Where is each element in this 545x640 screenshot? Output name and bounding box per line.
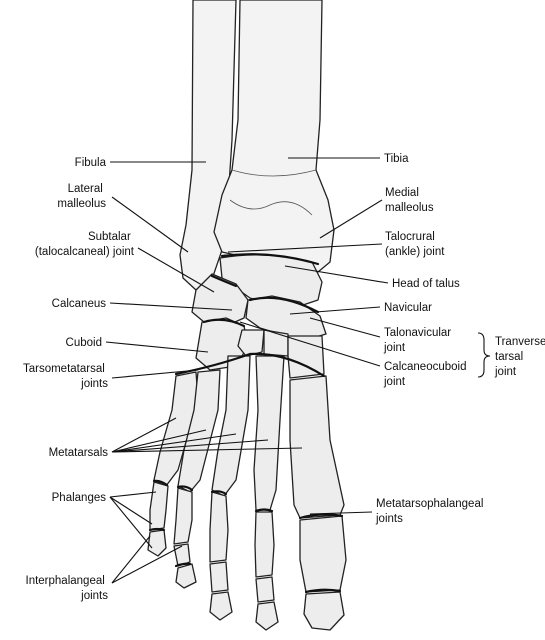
label-medial-malleolus: Medial malleolus <box>385 187 434 214</box>
phalanx-3-distal-bone <box>209 591 233 621</box>
head-of-talus-leader <box>284 265 389 284</box>
label-transverse-tarsal-joint: Tranverse tarsal joint <box>494 336 545 378</box>
phalanx-4-distal-bone <box>175 563 197 589</box>
phalanx-4-middle-bone <box>173 543 191 567</box>
phalanx-5-proximal-bone <box>149 481 169 531</box>
ip-joint-line-4 <box>174 562 192 568</box>
phalanx-1-proximal-bone <box>299 515 347 593</box>
phalanx-2-distal-bone <box>255 601 279 631</box>
talocrural-joint-line <box>220 253 320 266</box>
label-subtalar-joint: Subtalar (talocalcaneal) joint <box>35 231 135 258</box>
label-interphalangeal-joints: Interphalangeal joints <box>26 575 109 602</box>
subtalar-joint-line <box>210 274 238 288</box>
label-talonavicular-joint: Talonavicular joint <box>383 327 454 354</box>
calcaneus-leader <box>109 302 233 311</box>
phalanx-2-proximal-bone <box>254 511 275 578</box>
mtp-joint-line-3 <box>210 490 228 496</box>
phalanges-leader-2 <box>109 496 153 525</box>
metatarsals-leader-4 <box>111 439 269 453</box>
talonavicular-joint-leader <box>309 317 381 338</box>
tarsometatarsal-joint-line <box>174 352 326 378</box>
intermediate-cuneiform-bone <box>263 329 289 357</box>
label-head-of-talus: Head of talus <box>392 278 460 290</box>
metatarsals-leader-5 <box>111 447 303 453</box>
label-calcaneus: Calcaneus <box>52 298 107 310</box>
label-talocrural-joint: Talocrural (ankle) joint <box>385 231 445 258</box>
mtp-joint-line-2 <box>254 508 274 513</box>
talonavicular-joint-line <box>248 296 320 314</box>
label-metatarsals: Metatarsals <box>49 447 109 459</box>
tarsometatarsal-joints-leader <box>111 369 199 379</box>
metatarsal-2-bone <box>253 355 285 511</box>
mtp-joint-line <box>298 513 344 520</box>
ip-joints-leader-2 <box>111 545 183 584</box>
talocrural-joint-leader <box>227 243 383 253</box>
mtp-joints-leader <box>309 511 373 515</box>
phalanx-4-proximal-bone <box>173 487 193 545</box>
phalanx-1-distal-bone <box>303 591 345 631</box>
metatarsal-1-bone <box>289 375 345 519</box>
tibia-detail-2 <box>229 199 313 216</box>
phalanges-leader-3 <box>109 496 153 549</box>
phalanges-leader-1 <box>109 491 157 498</box>
ip-joint-line-1 <box>304 588 342 594</box>
label-cuboid: Cuboid <box>66 337 102 349</box>
mtp-joint-line-4 <box>176 485 194 492</box>
label-phalanges: Phalanges <box>52 492 107 504</box>
phalanx-2-middle-bone <box>255 576 275 603</box>
ip-joint-line-5 <box>148 527 166 532</box>
lateral-malleolus-leader <box>111 196 189 253</box>
label-navicular: Navicular <box>384 302 432 314</box>
label-metatarsophalangeal-joints: Metatarsophalangeal joints <box>375 498 487 525</box>
label-lateral-malleolus: Lateral malleolus <box>57 183 106 210</box>
label-calcaneocuboid-joint: Calcaneocuboid joint <box>383 361 470 388</box>
phalanx-5-distal-bone <box>147 529 167 557</box>
transverse-tarsal-bracket <box>477 332 491 378</box>
leader-lines <box>105 157 491 584</box>
medial-cuneiform-bone <box>287 335 325 379</box>
labels: Fibula Tibia Lateral malleolus Medial ma… <box>23 153 545 602</box>
cuboid-leader <box>105 341 209 353</box>
label-tarsometatarsal-joints: Tarsometatarsal joints <box>23 363 108 390</box>
calcaneocuboid-joint-line <box>202 318 246 328</box>
metatarsals-leader-3 <box>111 433 237 453</box>
label-tibia: Tibia <box>384 153 409 165</box>
medial-malleolus-leader <box>319 199 383 239</box>
metatarsals-leader-1 <box>111 417 177 453</box>
mtp-joint-line-5 <box>152 479 169 487</box>
label-fibula: Fibula <box>75 157 107 169</box>
calcaneocuboid-joint-leader <box>239 321 381 367</box>
metatarsals-leader-2 <box>111 429 207 453</box>
phalanx-3-middle-bone <box>209 561 229 593</box>
navicular-leader <box>289 306 381 315</box>
ip-joints-leader-1 <box>111 535 151 584</box>
bones <box>147 0 347 631</box>
phalanx-3-proximal-bone <box>209 491 229 563</box>
tibia-detail <box>231 169 317 177</box>
subtalar-joint-leader <box>137 247 215 293</box>
